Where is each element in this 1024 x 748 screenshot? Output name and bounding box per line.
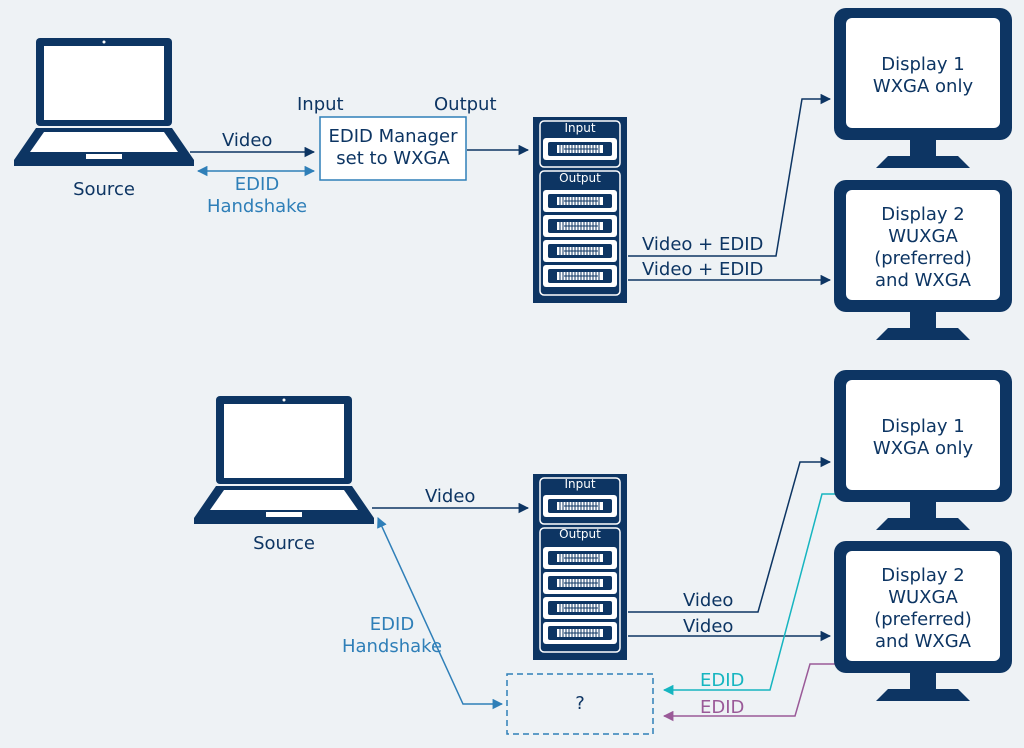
- edid-manager-label: EDID Manager set to WXGA: [328, 126, 458, 169]
- source-label-top: Source: [73, 179, 135, 200]
- display2-label-bottom: Display 2 WUXGA (preferred) and WXGA: [874, 565, 972, 652]
- source-label-bottom: Source: [253, 533, 315, 554]
- switcher-output-tag-top: Output: [559, 171, 601, 185]
- matrix-switcher-icon-bottom: [533, 474, 627, 660]
- video-arrow-display1: [628, 456, 832, 613]
- video-edid-arrow-display1: [628, 93, 832, 257]
- source-laptop-icon-top: [14, 38, 194, 166]
- edid-handshake-label-bottom: EDID Handshake: [341, 614, 443, 657]
- video-label-display2: Video: [683, 616, 734, 637]
- display1-label-top: Display 1 WXGA only: [872, 54, 974, 97]
- edid-handshake-arrow-bottom: [377, 517, 504, 710]
- output-label: Output: [434, 94, 497, 115]
- unknown-box-label: ?: [575, 693, 585, 714]
- unknown-box: [506, 673, 654, 735]
- source-laptop-icon-bottom: [194, 396, 374, 524]
- video-label-top: Video: [222, 130, 273, 151]
- video-edid-label-2: Video + EDID: [642, 259, 764, 280]
- video-label-bottom: Video: [425, 486, 476, 507]
- edid-label-purple: EDID: [700, 697, 745, 718]
- matrix-switcher-icon-top: [533, 117, 627, 303]
- switcher-input-tag-top: Input: [564, 121, 596, 135]
- video-label-display1: Video: [683, 590, 734, 611]
- switcher-output-tag-bottom: Output: [559, 527, 601, 541]
- edid-manager-box: [319, 116, 467, 181]
- display2-label-top: Display 2 WUXGA (preferred) and WXGA: [874, 204, 972, 291]
- switcher-input-tag-bottom: Input: [564, 477, 596, 491]
- edid-handshake-label-top: EDID Handshake: [206, 174, 308, 217]
- input-label: Input: [297, 94, 344, 115]
- video-edid-label-1: Video + EDID: [642, 234, 764, 255]
- edid-label-teal: EDID: [700, 670, 745, 691]
- edid-arrow-display2: [662, 663, 848, 722]
- display1-label-bottom: Display 1 WXGA only: [872, 416, 974, 459]
